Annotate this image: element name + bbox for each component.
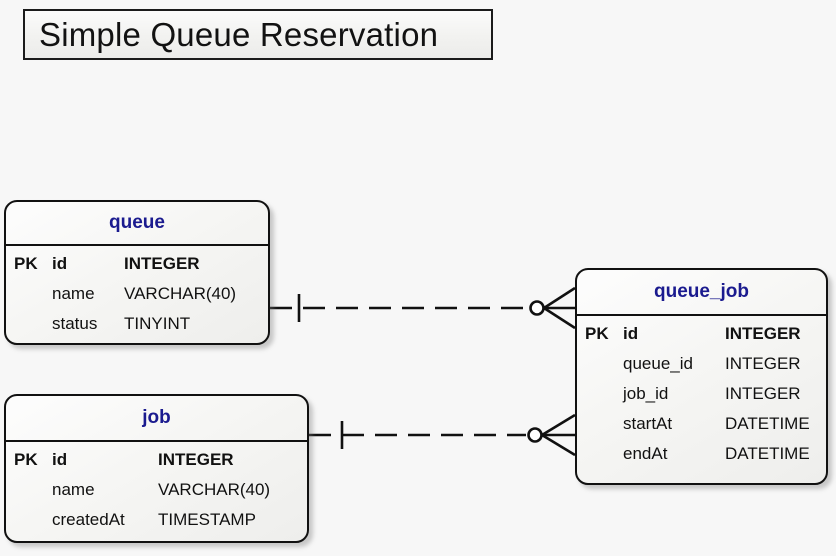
attribute-name: endAt: [623, 444, 668, 463]
entity-job-title: job: [6, 396, 307, 442]
entity-queue-attributes: PK id INTEGER name VARCHAR(40) status TI…: [6, 246, 268, 339]
attribute-name: status: [52, 314, 98, 333]
entity-queue_job[interactable]: queue_job PK id INTEGER queue_id INTEGER…: [575, 268, 828, 485]
entity-queue_job-title: queue_job: [577, 270, 826, 316]
attribute-row: status TINYINT: [6, 309, 268, 339]
attribute-row: endAt DATETIME: [577, 439, 826, 469]
attribute-name: queue_id: [623, 354, 693, 373]
attribute-type: INTEGER: [725, 384, 801, 403]
attribute-name: createdAt: [52, 510, 125, 529]
attribute-type: INTEGER: [725, 354, 801, 373]
attribute-name: name: [52, 284, 95, 303]
attribute-type: DATETIME: [725, 414, 810, 433]
attribute-type: INTEGER: [725, 324, 801, 343]
diagram-title: Simple Queue Reservation: [23, 9, 493, 60]
attribute-type: TINYINT: [124, 314, 191, 333]
attribute-row: startAt DATETIME: [577, 409, 826, 439]
crowsfoot-icon-queue_job-1: [543, 286, 576, 330]
cardinality-zero-circle-queue_job-1: [529, 300, 545, 316]
attribute-key: PK: [585, 324, 609, 343]
attribute-type: DATETIME: [725, 444, 810, 463]
attribute-type: VARCHAR(40): [158, 480, 271, 499]
entity-queue_job-attributes: PK id INTEGER queue_id INTEGER job_id IN…: [577, 316, 826, 469]
attribute-row: createdAt TIMESTAMP: [6, 505, 307, 535]
relationship-job-queue_job: [309, 413, 576, 457]
attribute-row: PK id INTEGER: [6, 249, 268, 279]
attribute-name: id: [623, 324, 639, 343]
attribute-key: PK: [14, 450, 38, 469]
attribute-type: TIMESTAMP: [158, 510, 256, 529]
attribute-name: id: [52, 254, 68, 273]
attribute-type: VARCHAR(40): [124, 284, 237, 303]
attribute-name: id: [52, 450, 68, 469]
attribute-type: INTEGER: [124, 254, 200, 273]
attribute-name: startAt: [623, 414, 673, 433]
attribute-row: PK id INTEGER: [6, 445, 307, 475]
attribute-row: name VARCHAR(40): [6, 475, 307, 505]
relationship-queue-queue_job: [270, 286, 576, 330]
attribute-row: name VARCHAR(40): [6, 279, 268, 309]
attribute-row: queue_id INTEGER: [577, 349, 826, 379]
cardinality-zero-circle-queue_job-2: [527, 427, 543, 443]
entity-job-attributes: PK id INTEGER name VARCHAR(40) createdAt…: [6, 442, 307, 535]
attribute-key: PK: [14, 254, 38, 273]
attribute-name: job_id: [623, 384, 669, 403]
entity-job[interactable]: job PK id INTEGER name VARCHAR(40) creat…: [4, 394, 309, 543]
entity-queue-title: queue: [6, 202, 268, 246]
attribute-row: PK id INTEGER: [577, 319, 826, 349]
attribute-name: name: [52, 480, 95, 499]
attribute-type: INTEGER: [158, 450, 234, 469]
entity-queue[interactable]: queue PK id INTEGER name VARCHAR(40) sta…: [4, 200, 270, 345]
attribute-row: job_id INTEGER: [577, 379, 826, 409]
crowsfoot-icon-queue_job-2: [541, 413, 576, 457]
